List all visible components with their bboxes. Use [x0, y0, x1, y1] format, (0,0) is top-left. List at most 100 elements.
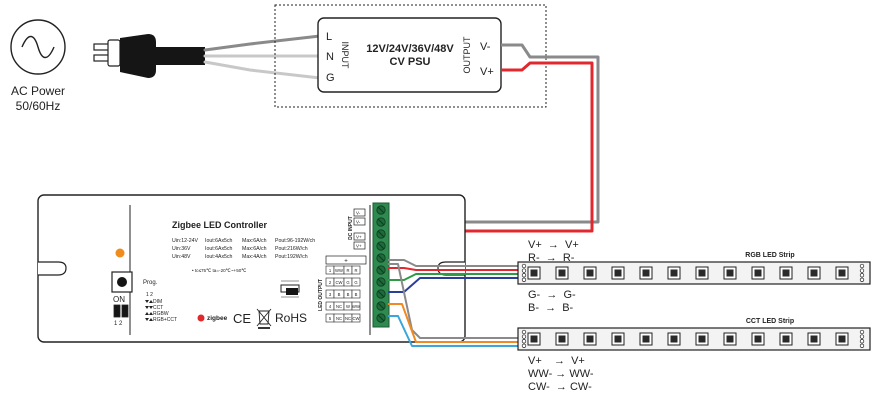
dip-switch-1 [113, 304, 121, 318]
spec-row-2-uin: Uin:36V [172, 246, 191, 252]
spec-row-2-iout: Iout:6Ax5ch [205, 246, 233, 252]
psu-body [317, 17, 502, 93]
screw-slot [377, 290, 385, 298]
led-chip-core [642, 335, 650, 343]
controller-title: Zigbee LED Controller [172, 220, 268, 230]
mode-rgbw: RGBW [153, 311, 169, 317]
sine-wave-icon [21, 35, 55, 59]
mode-arrows-icon [145, 300, 153, 321]
rgb-label-r: R- → R- [528, 252, 575, 264]
output-cell-label: NC [336, 316, 342, 321]
screw-slot [377, 314, 385, 322]
output-cell-label: B [355, 292, 358, 297]
led-chip-core [754, 335, 762, 343]
status-led-icon [115, 248, 125, 258]
wire-cct-cw [388, 315, 522, 347]
dc-terminal-2: V- [356, 220, 361, 225]
output-cell-label: R [346, 268, 349, 273]
wire-vplus [388, 61, 594, 233]
strip-pad [521, 277, 527, 282]
spec-row-1-iout: Iout:6Ax5ch [205, 238, 233, 244]
led-chip-core [726, 269, 734, 277]
output-cell-label: 1 [329, 268, 332, 273]
spec-table: Uin:12-24V Iout:6Ax5ch Max:6A/ch Pout:96… [172, 238, 315, 260]
led-chip-core [530, 269, 538, 277]
strip-pad [521, 263, 527, 269]
screw-slot [377, 302, 385, 310]
strip-pad [859, 339, 865, 344]
output-cell-label: G [346, 280, 349, 285]
output-cell-label: WW [352, 304, 360, 309]
screw-slot [377, 278, 385, 286]
strip-pad [859, 343, 865, 348]
output-plus: + [344, 259, 348, 265]
psu-terminal-vminus: V- [480, 41, 491, 53]
zigbee-wordmark: zigbee [207, 315, 228, 322]
ac-wires [203, 34, 322, 80]
led-chip-core [726, 335, 734, 343]
ac-power-source: AC Power 50/60Hz [10, 19, 66, 113]
mode-cct: CCT [153, 305, 163, 311]
psu-terminal-n: N [326, 51, 334, 63]
strip-pad [521, 268, 527, 273]
spec-row-3-iout: Iout:4Ax5ch [205, 254, 233, 260]
psu-terminal-l: L [326, 31, 332, 43]
zigbee-logo: zigbee [197, 314, 228, 322]
strip-pad [521, 343, 527, 348]
prog-label: Prog. [143, 280, 158, 286]
output-cell [351, 289, 361, 299]
plug-head-icon [120, 34, 156, 78]
led-chip-core [838, 269, 846, 277]
led-chip-core [614, 269, 622, 277]
rgb-label-b: B- → B- [528, 302, 574, 314]
screw-slot [377, 206, 385, 214]
spec-row-3-pout: Pout:192W/ch [275, 254, 308, 260]
led-chip-core [558, 335, 566, 343]
spec-row-1-max: Max:6A/ch [242, 238, 267, 244]
psu-terminal-g: G [326, 72, 335, 84]
output-cell-label: WW [335, 268, 343, 273]
psu-output-label: OUTPUT [462, 36, 472, 74]
led-chip-core [838, 335, 846, 343]
dip-switch-numbers: 1 2 [114, 321, 123, 327]
strip-pad [859, 277, 865, 282]
output-cell-label: CW [336, 280, 343, 285]
led-chip-core [810, 269, 818, 277]
power-plug [93, 34, 205, 78]
spec-row-1-pout: Pout:96-192W/ch [275, 238, 315, 244]
cct-label-cw: CW- → CW- [528, 381, 592, 393]
dc-input-label: DC INPUT [348, 216, 354, 240]
output-cell-label: 4 [329, 304, 332, 309]
spec-row-2-max: Max:6A/ch [242, 246, 267, 252]
wire-l [203, 34, 322, 52]
screw-slot [377, 230, 385, 238]
wire-g [203, 60, 322, 80]
dip-switch-on-label: ON [113, 295, 125, 304]
prog-button-icon [117, 277, 127, 287]
dc-terminal-3: V+ [356, 235, 362, 240]
output-cell-label: CW [353, 316, 360, 321]
plug-body-icon [107, 39, 121, 67]
strip-pad [859, 273, 865, 278]
wire-cct-ww [388, 303, 522, 343]
psu-terminal-vplus: V+ [480, 66, 494, 78]
ac-source-icon [10, 19, 66, 75]
wire-rgb-r [388, 267, 522, 271]
screw-slot [377, 242, 385, 250]
led-chip-core [530, 335, 538, 343]
output-cell-label: W [346, 304, 350, 309]
plug-cable-icon [155, 47, 205, 65]
strip-pad [521, 273, 527, 278]
output-cell-label: G [354, 280, 357, 285]
spec-row-1-uin: Uin:12-24V [172, 238, 198, 244]
spec-row-3-max: Max:4A/ch [242, 254, 267, 260]
rgb-label-vplus: V+ → V+ [528, 239, 579, 251]
dc-terminal-1: V- [356, 211, 361, 216]
strip-pad [521, 339, 527, 344]
rgb-label-g: G- → G- [528, 289, 576, 301]
output-cell [351, 265, 361, 275]
psu-subtitle: CV PSU [390, 56, 431, 68]
screw-slot [377, 254, 385, 262]
strip-pad [859, 263, 865, 269]
